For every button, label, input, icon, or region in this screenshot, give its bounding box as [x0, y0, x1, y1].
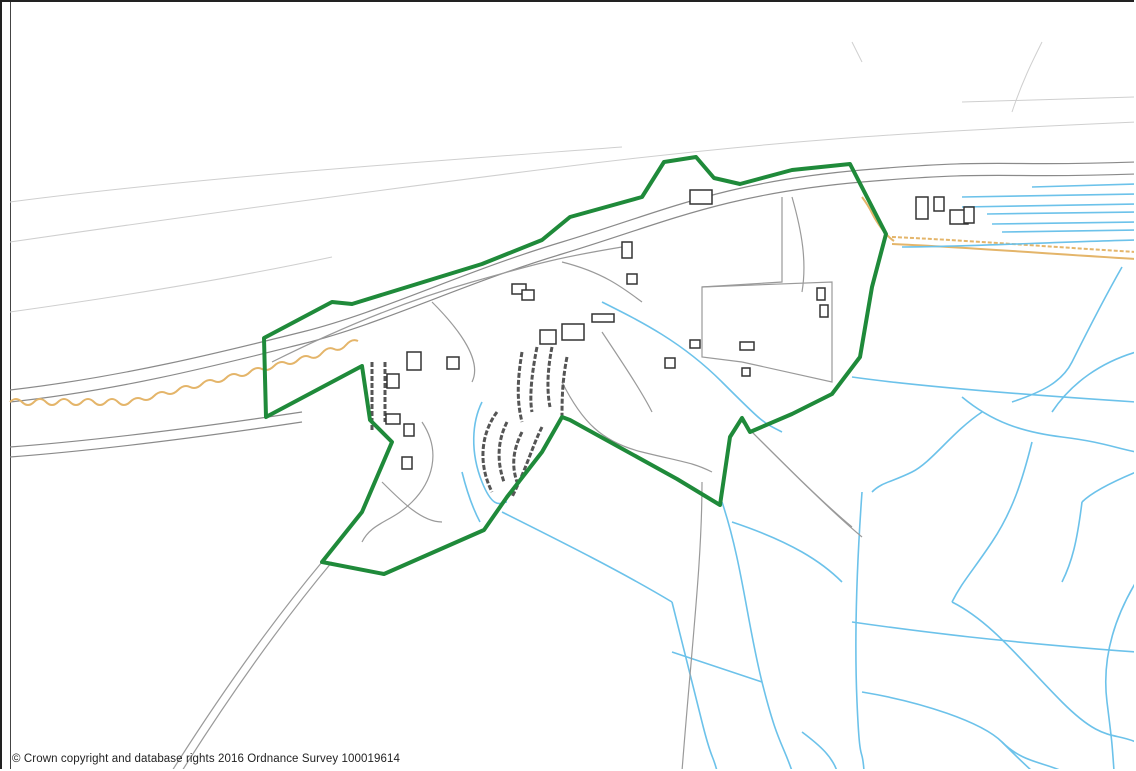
caravan-park	[370, 346, 569, 498]
site-tracks	[172, 196, 863, 769]
site-boundary[interactable]	[262, 155, 888, 576]
contour-lines	[9, 41, 1134, 313]
coast-road	[9, 161, 1134, 458]
copyright-notice: © Crown copyright and database rights 20…	[12, 753, 400, 765]
buildings	[385, 189, 975, 470]
